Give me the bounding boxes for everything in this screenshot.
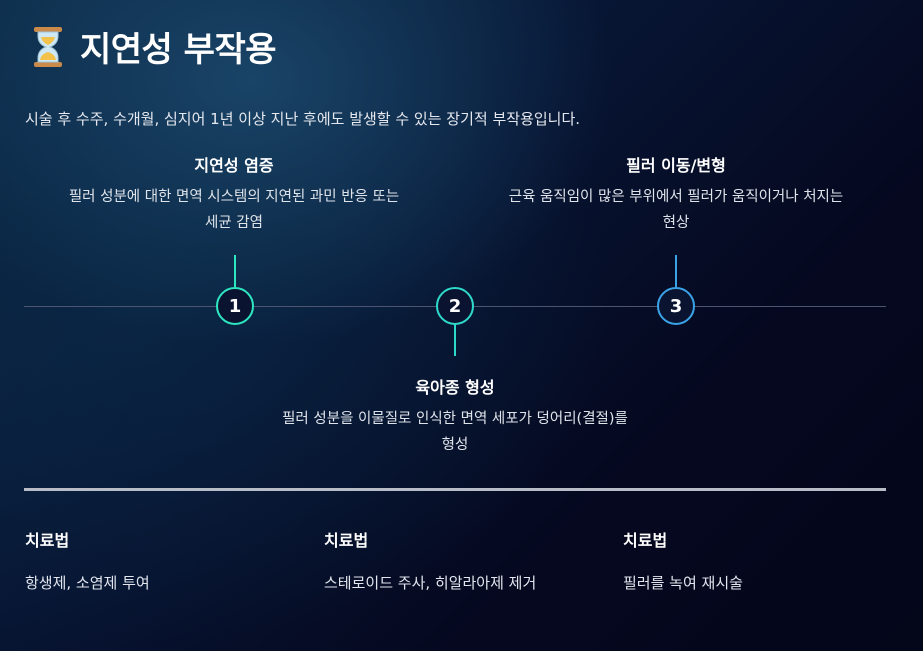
step-1-desc-line2: 세균 감염 <box>205 215 263 231</box>
hourglass-icon <box>34 26 62 67</box>
step-3-desc-line1: 근육 움직임이 많은 부위에서 필러가 움직이거나 처지는 <box>508 189 844 205</box>
treatment-2-label: 치료법 <box>324 531 369 550</box>
step-3-description: 근육 움직임이 많은 부위에서 필러가 움직이거나 처지는 현상 <box>476 184 876 236</box>
step-1-description: 필러 성분에 대한 면역 시스템의 지연된 과민 반응 또는 세균 감염 <box>34 184 434 236</box>
step-2-connector <box>454 324 456 356</box>
step-1-connector <box>234 255 236 287</box>
step-2-description: 필러 성분을 이물질로 인식한 면역 세포가 덩어리(결절)를 형성 <box>245 406 665 458</box>
treatment-1-label: 치료법 <box>25 531 70 550</box>
treatment-1-text: 항생제, 소염제 투여 <box>25 574 150 592</box>
section-divider <box>24 488 886 491</box>
step-2-marker: 2 <box>436 287 474 325</box>
step-3-connector <box>675 255 677 287</box>
page-subtitle: 시술 후 수주, 수개월, 심지어 1년 이상 지난 후에도 발생할 수 있는 … <box>25 110 581 128</box>
step-2-desc-line2: 형성 <box>441 437 469 453</box>
treatment-3-text: 필러를 녹여 재시술 <box>623 574 743 592</box>
step-3-marker: 3 <box>657 287 695 325</box>
step-1-marker: 1 <box>216 287 254 325</box>
step-1-desc-line1: 필러 성분에 대한 면역 시스템의 지연된 과민 반응 또는 <box>68 189 400 205</box>
step-1-title: 지연성 염증 <box>194 156 274 175</box>
step-3-title: 필러 이동/변형 <box>626 156 726 175</box>
page-title: 지연성 부작용 <box>80 30 277 70</box>
header: 지연성 부작용 <box>30 22 277 71</box>
step-2-title: 육아종 형성 <box>415 378 495 397</box>
treatment-2-text: 스테로이드 주사, 히알라아제 제거 <box>324 574 537 592</box>
treatment-3-label: 치료법 <box>623 531 668 550</box>
step-2-desc-line1: 필러 성분을 이물질로 인식한 면역 세포가 덩어리(결절)를 <box>282 411 628 427</box>
step-3-desc-line2: 현상 <box>662 215 690 231</box>
